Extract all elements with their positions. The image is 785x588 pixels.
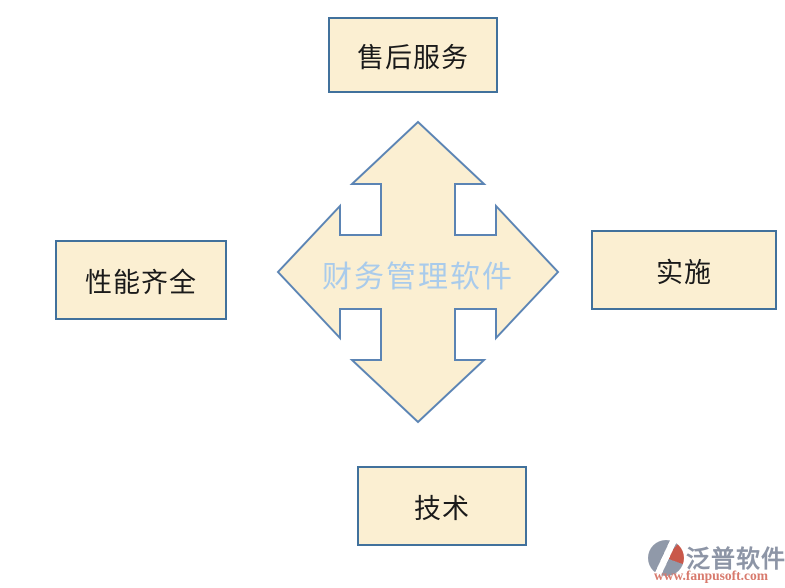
center-label: 财务管理软件 [322, 261, 514, 294]
node-technology: 技术 [357, 466, 527, 546]
node-label: 性能齐全 [85, 267, 197, 298]
node-implementation: 实施 [591, 230, 777, 310]
node-label: 技术 [414, 493, 470, 524]
node-label: 售后服务 [357, 42, 469, 73]
node-full-features: 性能齐全 [55, 240, 227, 320]
watermark-brand: 泛普软件 [686, 547, 785, 573]
watermark-url: www.fanpusoft.com [654, 568, 769, 583]
watermark: 泛普软件 www.fanpusoft.com [640, 535, 785, 585]
fanpu-logo-icon [648, 540, 684, 576]
node-after-sales-service: 售后服务 [328, 17, 498, 93]
quad-arrow-icon [276, 120, 560, 424]
node-label: 实施 [656, 257, 712, 288]
